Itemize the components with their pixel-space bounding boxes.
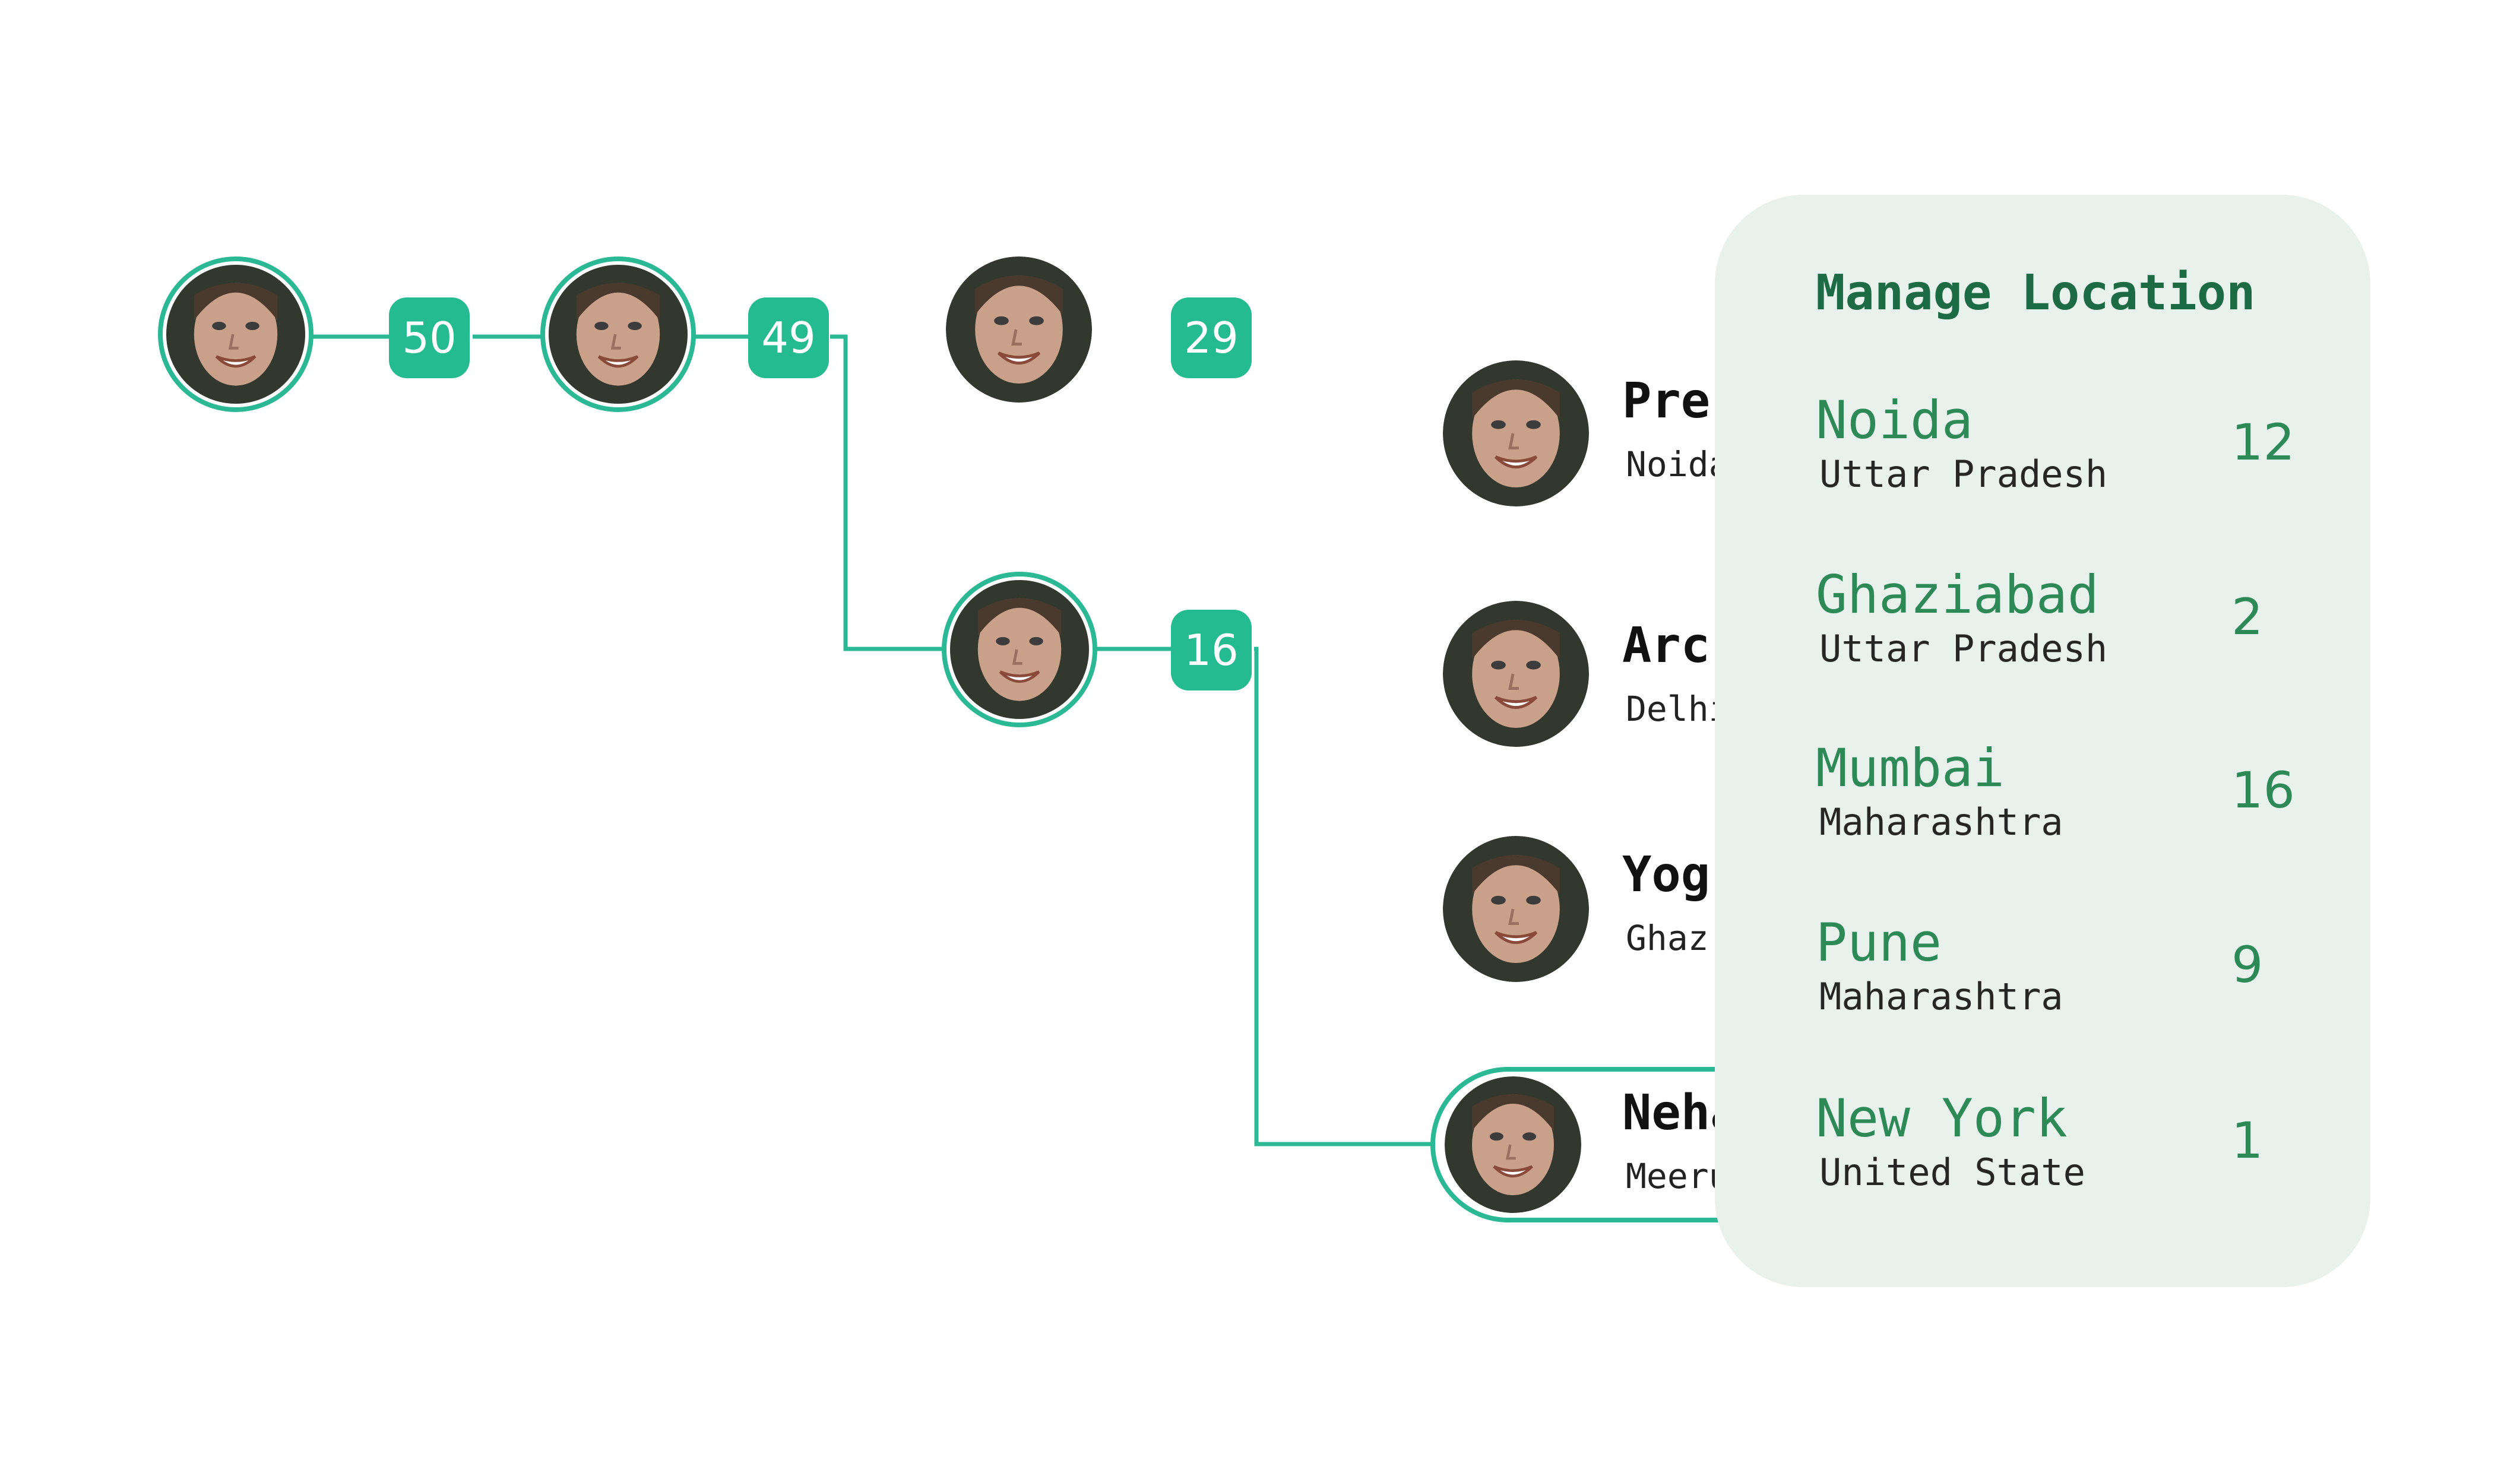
connector-line	[1254, 647, 1433, 1146]
member-avatar	[1445, 1076, 1581, 1213]
face-icon	[1443, 360, 1589, 506]
face-icon	[1443, 836, 1589, 982]
member-avatar[interactable]	[1443, 360, 1589, 506]
location-city: Mumbai	[1816, 737, 2005, 799]
avatar-root[interactable]	[158, 256, 314, 412]
member-name: Pre	[1622, 373, 1711, 429]
member-name: Yog	[1622, 847, 1711, 903]
face-icon	[166, 265, 305, 404]
face-icon	[1443, 601, 1589, 747]
location-city: Ghaziabad	[1816, 564, 2099, 625]
location-count: 2	[2231, 588, 2263, 646]
face-icon	[950, 580, 1089, 719]
location-count: 9	[2231, 936, 2263, 994]
location-state: Maharashtra	[1819, 975, 2063, 1018]
count-badge[interactable]: 16	[1171, 610, 1252, 690]
connector-line	[830, 334, 946, 651]
member-avatar[interactable]	[1443, 836, 1589, 982]
location-item[interactable]: Ghaziabad Uttar Pradesh 2	[1816, 564, 2303, 695]
location-item[interactable]: Pune Maharashtra 9	[1816, 912, 2303, 1043]
count-badge[interactable]: 49	[748, 297, 829, 378]
location-city: Pune	[1816, 912, 1942, 973]
location-state: United State	[1819, 1151, 2085, 1194]
location-state: Uttar Pradesh	[1819, 627, 2108, 670]
member-city: Delhi	[1626, 689, 1730, 729]
location-item[interactable]: New York United State 1	[1816, 1088, 2303, 1218]
location-count: 12	[2231, 413, 2295, 471]
member-name: Arc	[1622, 617, 1711, 674]
location-item[interactable]: Noida Uttar Pradesh 12	[1816, 389, 2303, 520]
location-city: New York	[1816, 1088, 2068, 1149]
face-icon	[946, 256, 1092, 403]
manage-location-panel: Manage Location Noida Uttar Pradesh 12 G…	[1715, 195, 2370, 1287]
panel-title: Manage Location	[1816, 265, 2256, 321]
avatar-level-3-selected[interactable]	[942, 572, 1097, 727]
avatar-level-2[interactable]	[540, 256, 696, 412]
location-state: Uttar Pradesh	[1819, 452, 2108, 496]
count-badge[interactable]: 50	[389, 297, 470, 378]
member-city: Noida	[1626, 444, 1730, 484]
location-item[interactable]: Mumbai Maharashtra 16	[1816, 737, 2303, 868]
count-badge[interactable]: 29	[1171, 297, 1252, 378]
avatar-level-3[interactable]	[946, 256, 1092, 403]
location-city: Noida	[1816, 389, 1973, 451]
location-state: Maharashtra	[1819, 800, 2063, 844]
location-count: 1	[2231, 1111, 2263, 1170]
face-icon	[1445, 1076, 1581, 1213]
member-avatar[interactable]	[1443, 601, 1589, 747]
member-city: Meeru	[1626, 1156, 1730, 1196]
member-city: Ghaz	[1626, 918, 1709, 958]
location-count: 16	[2231, 761, 2295, 819]
face-icon	[549, 265, 688, 404]
